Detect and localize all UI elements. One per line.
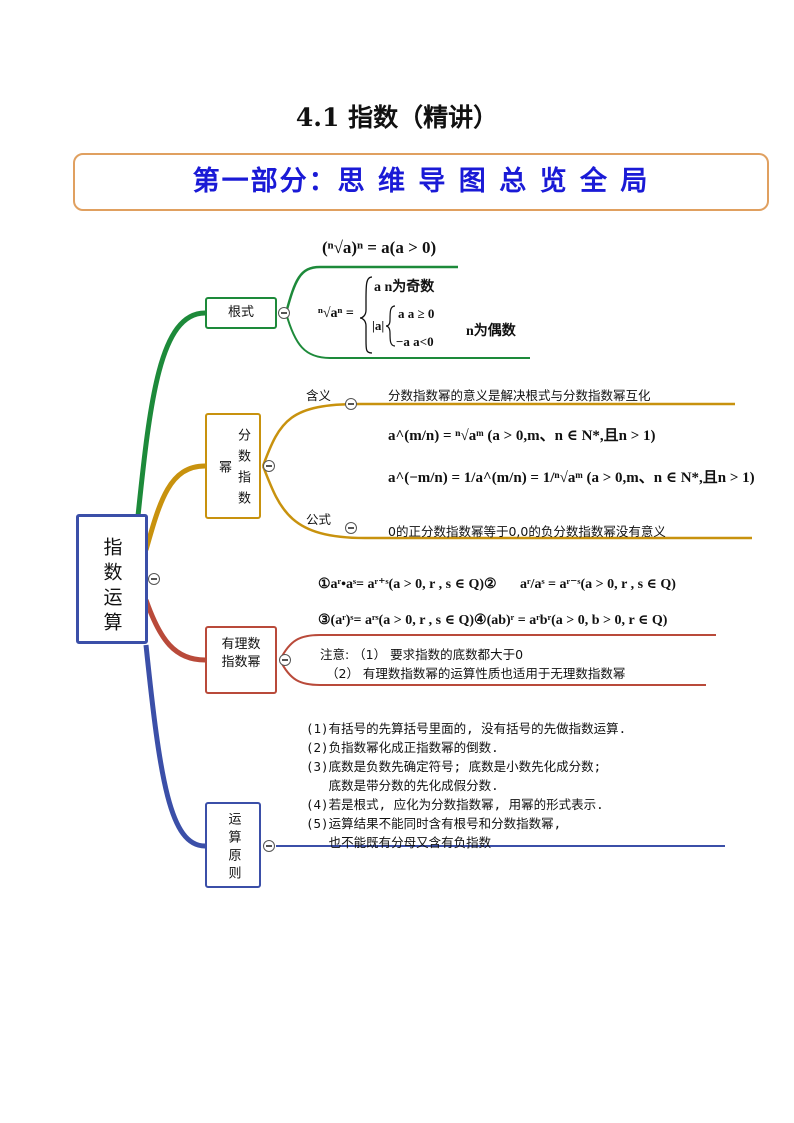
connector-radical (135, 310, 206, 517)
rational-note-1: 注意: （1） 要求指数的底数都大于0 (320, 647, 524, 662)
principle-line: (1)有括号的先算括号里面的, 没有括号的先做指数运算. (306, 721, 627, 736)
brace-even (385, 305, 396, 347)
branch-radical[interactable]: 根式 (205, 297, 277, 329)
connector-rational (143, 599, 206, 663)
underline-radical-2 (285, 312, 530, 359)
collapse-meaning-icon[interactable] (345, 398, 357, 410)
principle-line: (2)负指数幂化成正指数幂的倒数. (306, 740, 499, 755)
branch-rational-label: 有理数指数幂 (221, 637, 261, 670)
brace-radical (359, 276, 373, 354)
collapse-fractional-icon[interactable] (263, 460, 275, 472)
collapse-rational-icon[interactable] (279, 654, 291, 666)
underline-formula (261, 465, 752, 540)
rational-rule-1: ①aʳ•aˢ= aʳ⁺ˢ(a > 0, r , s ∈ Q)② (318, 577, 497, 592)
collapse-formula-icon[interactable] (345, 522, 357, 534)
meaning-text: 分数指数幂的意义是解决根式与分数指数幂互化 (388, 388, 651, 403)
radical-abs: |a| (372, 318, 385, 333)
principle-line: 底数是带分数的先化成假分数. (306, 778, 499, 793)
radical-formula-2-left: ⁿ√aⁿ = (318, 306, 354, 321)
page-title: 4.1 指数（精讲） (295, 103, 499, 132)
banner-box (73, 153, 769, 211)
formula-text: 0的正分数指数幂等于0,0的负分数指数幂没有意义 (388, 524, 666, 539)
radical-formula-1: (ⁿ√a)ⁿ = a(a > 0) (322, 238, 437, 257)
principle-line: 也不能既有分母又含有负指数 (306, 835, 492, 850)
branch-rational[interactable]: 有理数指数幂 (205, 626, 277, 694)
fractional-formula-2: a^(−m/n) = 1/a^(m/n) = 1/ⁿ√aᵐ (a > 0,m、n… (388, 470, 755, 486)
collapse-radical-icon[interactable] (278, 307, 290, 319)
formula-tag: 公式 (306, 512, 332, 527)
underline-radical (284, 265, 458, 314)
branch-principles-label: 运算原则 (225, 812, 241, 884)
banner-title: 第一部分：思 维 导 图 总 览 全 局 (192, 166, 650, 197)
branch-principles[interactable]: 运算原则 (205, 802, 261, 888)
radical-even-a: a a ≥ 0 (398, 306, 435, 321)
branch-radical-label: 根式 (227, 305, 254, 320)
radical-even-b: −a a<0 (396, 334, 434, 349)
radical-odd: a n为奇数 (374, 280, 435, 295)
principle-line: (5)运算结果不能同时含有根号和分数指数幂, (306, 816, 562, 831)
root-label: 指数运算 (100, 537, 123, 637)
meaning-tag: 含义 (306, 388, 332, 403)
radical-even-label: n为偶数 (466, 324, 516, 339)
connector-fractional (143, 463, 206, 551)
connector-principles (143, 644, 206, 849)
branch-fractional[interactable]: 分数指数幂 (205, 413, 261, 519)
principle-line: (4)若是根式, 应化为分数指数幂, 用幂的形式表示. (306, 797, 604, 812)
collapse-principles-icon[interactable] (263, 840, 275, 852)
fractional-formula-1: a^(m/n) = ⁿ√aᵐ (a > 0,m、n ∈ N*,且n > 1) (388, 428, 656, 444)
principles-list: (1)有括号的先算括号里面的, 没有括号的先做指数运算. (2)负指数幂化成正指… (306, 719, 626, 852)
root-node[interactable]: 指数运算 (76, 514, 148, 644)
rational-note-2: （2） 有理数指数幂的运算性质也适用于无理数指数幂 (326, 666, 626, 681)
rational-rule-2: ③(aʳ)ˢ= aʳˢ(a > 0, r , s ∈ Q)④(ab)ʳ = aʳ… (318, 613, 668, 628)
principle-line: (3)底数是负数先确定符号; 底数是小数先化成分数; (306, 759, 602, 774)
collapse-root-icon[interactable] (148, 573, 160, 585)
branch-fractional-label: 分数指数幂 (216, 428, 250, 512)
rational-rule-1b: aʳ/aˢ = aʳ⁻ˢ(a > 0, r , s ∈ Q) (520, 577, 676, 592)
